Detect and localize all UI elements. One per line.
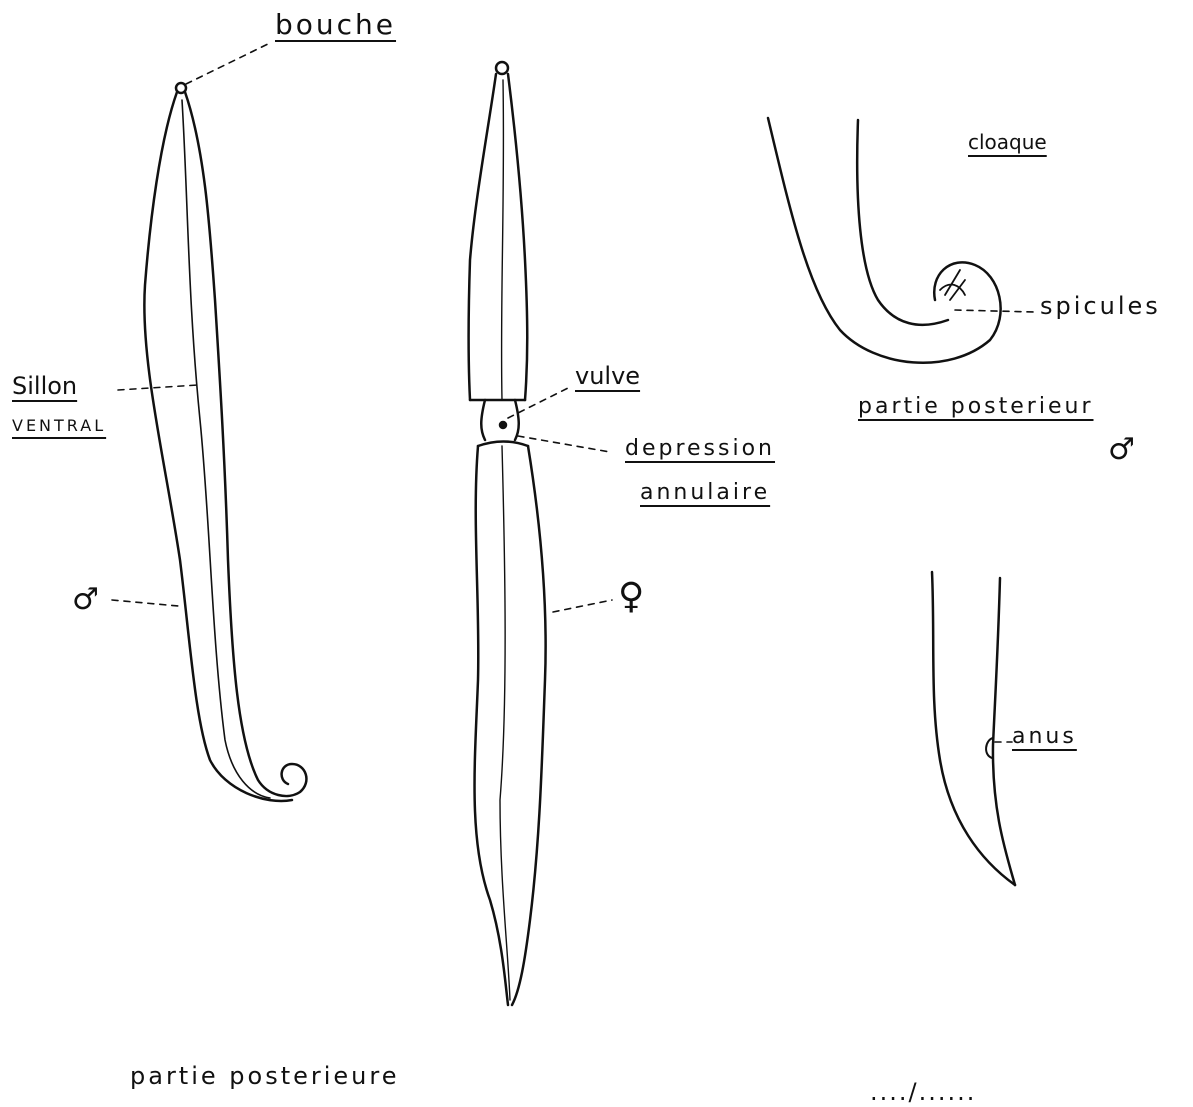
female-mouth	[496, 62, 508, 74]
label-male-symbol-right: ♂	[1108, 432, 1135, 467]
label-bouche: bouche	[275, 8, 396, 41]
label-partie-posterieure-bottom: partie posterieure	[130, 1062, 400, 1090]
male-body-outline-right	[185, 92, 306, 796]
label-female-symbol: ♀	[618, 576, 644, 617]
female-vulva-dot	[500, 422, 506, 428]
female-posterior-right	[512, 446, 546, 1005]
leader-bouche	[186, 42, 272, 84]
female-posterior-left	[475, 446, 508, 1005]
female-anterior-left	[469, 74, 497, 400]
page-marker: ..../......	[870, 1078, 976, 1106]
leader-male-left	[112, 600, 178, 606]
male-spicules	[940, 270, 965, 300]
label-depression: depression	[625, 436, 775, 461]
female-mid-right	[515, 400, 519, 440]
label-ventral: VENTRAL	[12, 416, 106, 435]
leader-lines	[112, 42, 1035, 742]
female-posterior	[932, 572, 1015, 885]
leader-sillon	[118, 385, 198, 390]
label-sillon: Sillon	[12, 372, 77, 400]
female-anterior-right	[508, 74, 527, 400]
female-posterior-top	[478, 442, 528, 447]
male-worm	[144, 83, 306, 801]
male-posterior	[768, 118, 1001, 363]
male-posterior-outer	[768, 118, 1001, 363]
female-midline	[500, 80, 510, 1000]
leader-female-symbol	[553, 600, 612, 612]
label-anus: anus	[1012, 724, 1077, 749]
label-vulve: vulve	[575, 362, 640, 390]
label-annulaire: annulaire	[640, 480, 770, 505]
label-male-symbol-left: ♂	[72, 582, 99, 617]
leader-spicules	[955, 310, 1035, 312]
label-cloaque: cloaque	[968, 130, 1047, 154]
label-partie-posterieure-male: partie posterieur	[858, 394, 1094, 419]
female-worm	[469, 62, 546, 1005]
male-body-outline-left	[144, 92, 292, 801]
label-spicules: spicules	[1040, 292, 1161, 320]
leader-depression	[518, 436, 610, 452]
female-mid-left	[481, 400, 485, 440]
